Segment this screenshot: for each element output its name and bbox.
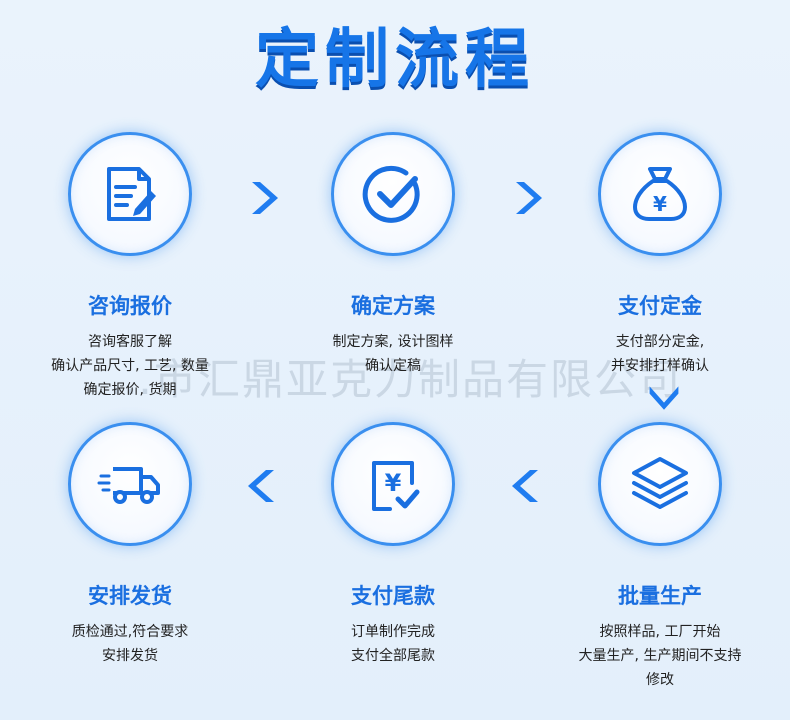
money-bag-icon: ¥ <box>633 167 687 221</box>
step-icon-circle: ¥ <box>331 422 455 546</box>
arrow-left-icon <box>248 470 274 502</box>
step-description: 按照样品, 工厂开始 大量生产, 生产期间不支持 修改 <box>578 624 742 688</box>
step-icon-circle <box>68 132 192 256</box>
step-title: 支付定金 <box>618 294 702 318</box>
step-description: 质检通过,符合要求 安排发货 <box>71 624 189 664</box>
step-pay-deposit: ¥ 支付定金 支付部分定金, 并安排打样确认 <box>540 132 780 378</box>
step-title: 安排发货 <box>88 584 172 608</box>
step-title: 确定方案 <box>351 294 435 318</box>
step-title: 咨询报价 <box>88 294 172 318</box>
step-description: 订单制作完成 支付全部尾款 <box>351 624 435 664</box>
arrow-left-icon <box>512 470 538 502</box>
svg-text:¥: ¥ <box>653 192 667 216</box>
yen-receipt-icon: ¥ <box>372 461 420 511</box>
check-circle-icon <box>362 165 420 223</box>
step-title: 批量生产 <box>618 584 702 608</box>
step-consult-quote: 咨询报价 咨询客服了解 确认产品尺寸, 工艺, 数量 确定报价, 货期 <box>10 132 250 402</box>
step-pay-balance: ¥ 支付尾款 订单制作完成 支付全部尾款 <box>273 422 513 668</box>
watermark: …市汇鼎亚克力制品有限公司 <box>110 355 683 404</box>
step-icon-circle <box>331 132 455 256</box>
arrow-right-icon <box>252 182 278 214</box>
svg-text:¥: ¥ <box>385 469 402 497</box>
step-description: 咨询客服了解 确认产品尺寸, 工艺, 数量 确定报价, 货期 <box>51 334 209 398</box>
step-description: 支付部分定金, 并安排打样确认 <box>611 334 709 374</box>
step-title: 支付尾款 <box>351 584 435 608</box>
page-title: 定制流程 <box>255 23 535 97</box>
delivery-truck-icon <box>97 467 160 504</box>
step-mass-production: 批量生产 按照样品, 工厂开始 大量生产, 生产期间不支持 修改 <box>540 422 780 692</box>
step-icon-circle <box>68 422 192 546</box>
step-icon-circle <box>598 422 722 546</box>
step-arrange-shipping: 安排发货 质检通过,符合要求 安排发货 <box>10 422 250 668</box>
layers-icon <box>632 457 688 509</box>
arrow-right-icon <box>516 182 542 214</box>
arrow-down-icon <box>649 386 679 410</box>
step-description: 制定方案, 设计图样 确认定稿 <box>332 334 454 374</box>
document-pen-icon <box>107 167 156 221</box>
step-confirm-plan: 确定方案 制定方案, 设计图样 确认定稿 <box>273 132 513 378</box>
step-icon-circle: ¥ <box>598 132 722 256</box>
